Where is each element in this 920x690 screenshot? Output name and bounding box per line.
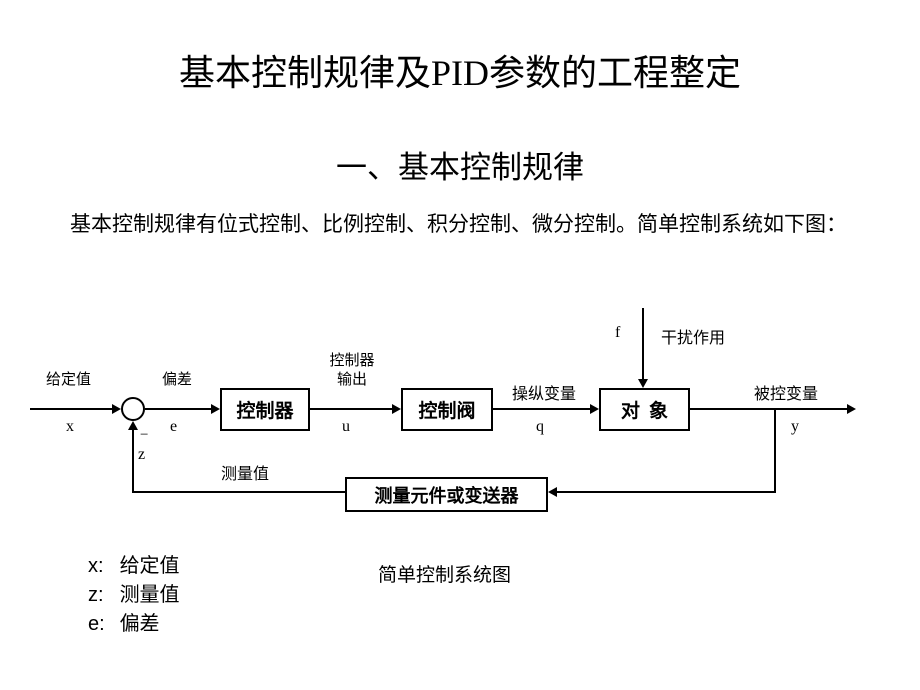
feedback-rise-line <box>132 430 134 493</box>
setpoint-label: 给定值 <box>46 372 92 388</box>
controlled-label: 被控变量 <box>754 386 819 403</box>
transmitter-block-label: 测量元件或变送器 <box>374 485 519 506</box>
controller-output-label: 控制器 输出 <box>329 353 375 388</box>
feedback-variable: z <box>138 446 146 463</box>
output-line <box>690 408 847 410</box>
error-line <box>145 408 212 410</box>
arrow-right-icon <box>847 404 856 414</box>
arrow-right-icon <box>211 404 220 414</box>
controller-to-valve-line <box>310 408 392 410</box>
disturbance-variable: f <box>615 324 621 341</box>
legend: x: 给定值 z: 测量值 e: 偏差 <box>88 552 180 639</box>
transmitter-block: 测量元件或变送器 <box>345 477 548 512</box>
body-paragraph: 基本控制规律有位式控制、比例控制、积分控制、微分控制。简单控制系统如下图： <box>70 212 847 236</box>
minus-sign: − <box>140 427 149 443</box>
error-variable: e <box>170 418 178 435</box>
arrow-right-icon <box>590 404 599 414</box>
feedback-drop-line <box>774 409 776 493</box>
disturbance-line <box>642 308 644 380</box>
input-line <box>30 408 112 410</box>
controlled-variable: y <box>791 418 799 435</box>
error-label: 偏差 <box>162 372 193 388</box>
arrow-right-icon <box>112 404 121 414</box>
valve-to-plant-line <box>493 408 590 410</box>
valve-block: 控制阀 <box>401 388 493 431</box>
setpoint-variable: x <box>66 418 74 435</box>
arrow-left-icon <box>548 487 557 497</box>
diagram-caption: 简单控制系统图 <box>378 565 512 586</box>
measured-label: 测量值 <box>221 466 270 483</box>
legend-item: x: 给定值 <box>88 555 180 577</box>
legend-item: e: 偏差 <box>88 613 160 635</box>
controller-block: 控制器 <box>220 388 310 431</box>
manipulated-variable: q <box>536 418 544 435</box>
arrow-down-icon <box>638 379 648 388</box>
legend-item: z: 测量值 <box>88 584 180 606</box>
controller-output-variable: u <box>342 418 350 435</box>
transmitter-to-junction-line <box>133 491 345 493</box>
plant-block-label: 对象 <box>620 401 677 422</box>
controller-block-label: 控制器 <box>236 401 294 422</box>
arrow-up-icon <box>128 421 138 430</box>
summing-junction <box>121 397 145 421</box>
manipulated-label: 操纵变量 <box>512 386 577 403</box>
slide-title: 基本控制规律及PID参数的工程整定 <box>178 53 741 93</box>
disturbance-label: 干扰作用 <box>661 330 726 347</box>
arrow-right-icon <box>392 404 401 414</box>
plant-block: 对象 <box>599 388 690 431</box>
feedback-to-transmitter-line <box>557 491 776 493</box>
slide-subtitle: 一、基本控制规律 <box>336 150 584 185</box>
valve-block-label: 控制阀 <box>418 401 476 422</box>
